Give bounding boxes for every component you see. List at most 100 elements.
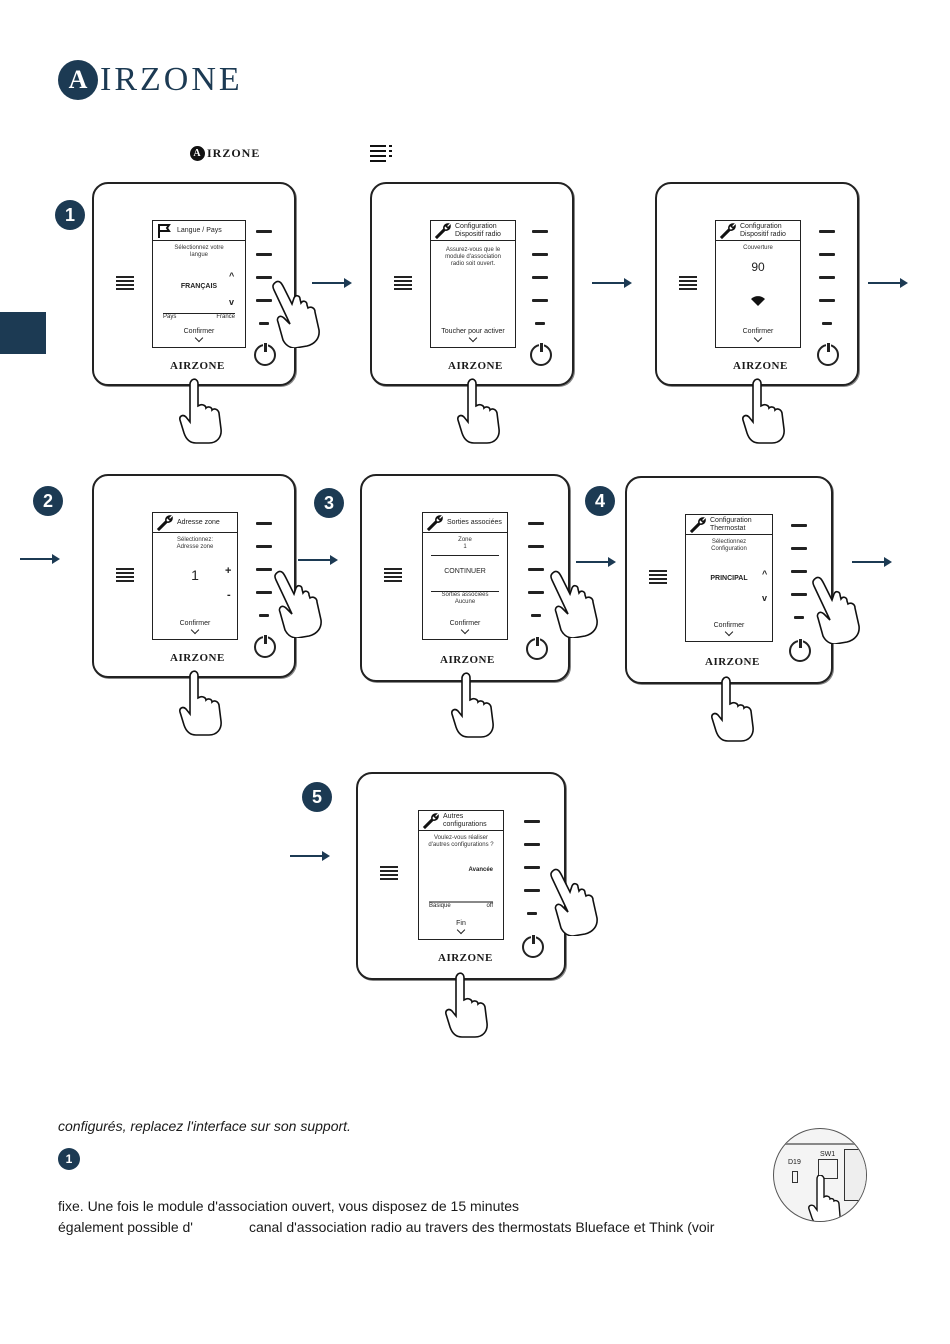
screen-title: Configuration	[740, 222, 782, 230]
body-text-part: canal d'association radio au travers des…	[248, 1219, 715, 1235]
thermostat-device: Adresse zone Sélectionnez: Adresse zone …	[92, 474, 296, 678]
screen-line: Couverture	[743, 245, 773, 251]
led	[792, 1171, 798, 1183]
body-text-line: également possible d' canal d'association…	[58, 1219, 714, 1235]
screen-title: Adresse zone	[177, 518, 220, 526]
sub-row: Pays France	[163, 313, 235, 320]
brand-label: AIRZONE	[733, 360, 788, 372]
screen-value: 1	[191, 567, 199, 583]
side-buttons	[256, 522, 272, 637]
screen-footer: Confirmer	[153, 620, 237, 633]
screen-footer: Confirmer	[686, 622, 772, 635]
screen-line: Sélectionnez	[711, 539, 747, 545]
chevron-down-icon: v	[229, 297, 235, 307]
screen-line: module d'association	[445, 254, 501, 260]
hand-pointer-icon	[179, 378, 222, 444]
menu-lines-icon	[394, 276, 412, 292]
power-icon	[254, 634, 276, 658]
power-icon	[530, 342, 552, 366]
wrench-icon	[719, 222, 736, 239]
screen-line: d'autres configurations ?	[428, 842, 494, 848]
screen-subtitle: Dispositif radio	[455, 230, 501, 238]
brand-label: AIRZONE	[438, 952, 493, 964]
chevron-up-icon: ^	[762, 569, 768, 579]
device-screen: Langue / Pays Sélectionnez votre langue …	[152, 220, 246, 348]
menu-lines-icon	[649, 570, 667, 586]
minus-icon: -	[227, 589, 231, 601]
switch-button	[818, 1159, 838, 1179]
side-buttons	[791, 524, 807, 639]
wifi-icon	[751, 296, 765, 306]
hand-pointer-icon	[742, 378, 785, 444]
switch-label: SW1	[820, 1151, 836, 1158]
sub-label: Basique	[429, 903, 451, 909]
hand-pointer-icon	[550, 570, 598, 638]
step-marker-5: 5	[302, 782, 332, 812]
hand-pointer-icon	[274, 570, 322, 638]
side-buttons	[819, 230, 835, 345]
plus-icon: +	[225, 565, 232, 577]
power-icon	[522, 934, 544, 958]
power-icon	[789, 638, 811, 662]
screen-value: CONTINUER	[444, 568, 486, 575]
screen-line: Assurez-vous que le	[445, 247, 501, 253]
device-screen: Adresse zone Sélectionnez: Adresse zone …	[152, 512, 238, 640]
arrow	[298, 555, 338, 565]
chevron-up-icon: ^	[229, 271, 235, 281]
chevron-down-icon: v	[762, 593, 768, 603]
step-marker-2: 2	[33, 486, 63, 516]
brand-label: AIRZONE	[170, 652, 225, 664]
brand-label: AIRZONE	[440, 654, 495, 666]
airzone-logo: A IRZONE	[58, 57, 243, 103]
screen-subtitle: Dispositif radio	[740, 230, 786, 238]
screen-title: Sorties associées	[447, 518, 502, 526]
screen-line: 1	[463, 544, 467, 550]
screen-title: Configuration	[710, 516, 752, 524]
arrow	[576, 557, 616, 567]
screen-line: Adresse zone	[176, 544, 214, 550]
detail-photo: SW1 D19	[773, 1128, 867, 1222]
menu-lines-icon	[116, 276, 134, 292]
power-icon	[254, 342, 276, 366]
arrow	[312, 278, 352, 288]
screen-footer: Toucher pour activer	[431, 328, 515, 341]
menu-lines-icon	[116, 568, 134, 584]
hand-pointer-icon	[711, 676, 754, 742]
side-buttons	[524, 820, 540, 935]
screen-line: Sorties associées	[441, 592, 489, 598]
menu-lines-icon	[380, 866, 398, 882]
arrow	[852, 557, 892, 567]
screen-line: Sélectionnez votre	[174, 245, 224, 251]
side-buttons	[528, 522, 544, 637]
step-marker-3: 3	[314, 488, 344, 518]
menu-icon	[370, 143, 392, 163]
screen-title: Langue / Pays	[177, 226, 222, 234]
hand-pointer-icon	[179, 670, 222, 736]
thermostat-device: Langue / Pays Sélectionnez votre langue …	[92, 182, 296, 386]
screen-line: Zone	[458, 537, 472, 543]
hand-pointer-icon	[451, 672, 494, 738]
hand-pointer-icon	[812, 576, 860, 644]
body-text-part: également possible d'	[58, 1219, 193, 1235]
screen-subtitle: configurations	[443, 820, 487, 828]
screen-footer: Confirmer	[153, 328, 245, 341]
side-buttons	[532, 230, 548, 345]
wrench-icon	[434, 222, 451, 239]
step-marker-4: 4	[585, 486, 615, 516]
side-tab	[0, 312, 46, 354]
hand-pointer-icon	[808, 1175, 841, 1221]
screen-value: PRINCIPAL	[710, 575, 748, 582]
screen-title: Configuration	[455, 222, 497, 230]
sub-value: France	[216, 314, 235, 320]
option-label: Avancée	[468, 867, 493, 873]
hand-pointer-icon	[550, 868, 598, 936]
hand-pointer-icon	[445, 972, 488, 1038]
menu-lines-icon	[384, 568, 402, 584]
screen-line: Configuration	[711, 546, 747, 552]
